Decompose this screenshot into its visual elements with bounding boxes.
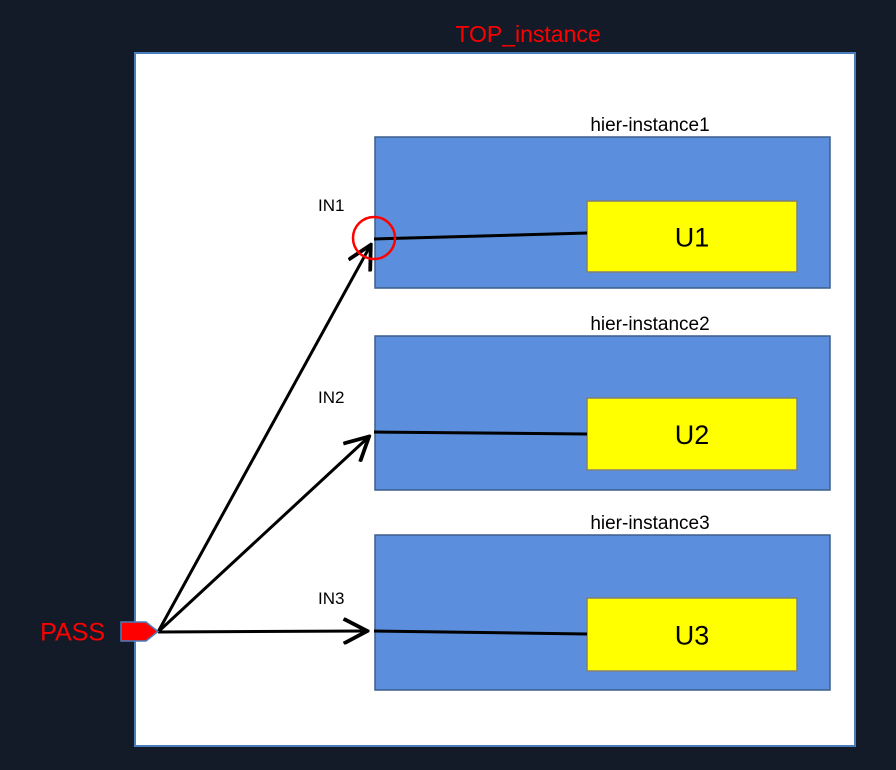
- top-instance-title: TOP_instance: [455, 21, 600, 47]
- arrow-pass-to-in2: [156, 438, 367, 634]
- arrow-pass-to-in1: [156, 247, 370, 633]
- pass-label: PASS: [40, 619, 105, 647]
- unit-u2-label: U2: [675, 420, 710, 450]
- wire-in1-to-u1: [373, 231, 588, 241]
- hier-instance-3-label: hier-instance3: [590, 513, 709, 534]
- unit-u1-box[interactable]: [586, 200, 798, 273]
- port-in2-label: IN2: [318, 388, 344, 407]
- arrow-pass-to-in3: [157, 631, 365, 632]
- wire-in3-to-u3: [373, 629, 588, 636]
- red-circle-highlight-icon: [351, 215, 397, 261]
- wire-in2-to-u2: [373, 430, 588, 436]
- unit-u1-label: U1: [675, 223, 710, 253]
- unit-u3-label: U3: [675, 621, 710, 651]
- hier-instance-2-label: hier-instance2: [590, 314, 709, 335]
- unit-u2-box[interactable]: [586, 397, 798, 471]
- port-in1-label: IN1: [318, 196, 344, 215]
- hier-instance-1-label: hier-instance1: [590, 115, 709, 136]
- unit-u3-box[interactable]: [586, 597, 798, 672]
- port-in3-label: IN3: [318, 589, 344, 608]
- red-arrow-marker-icon[interactable]: [120, 621, 160, 642]
